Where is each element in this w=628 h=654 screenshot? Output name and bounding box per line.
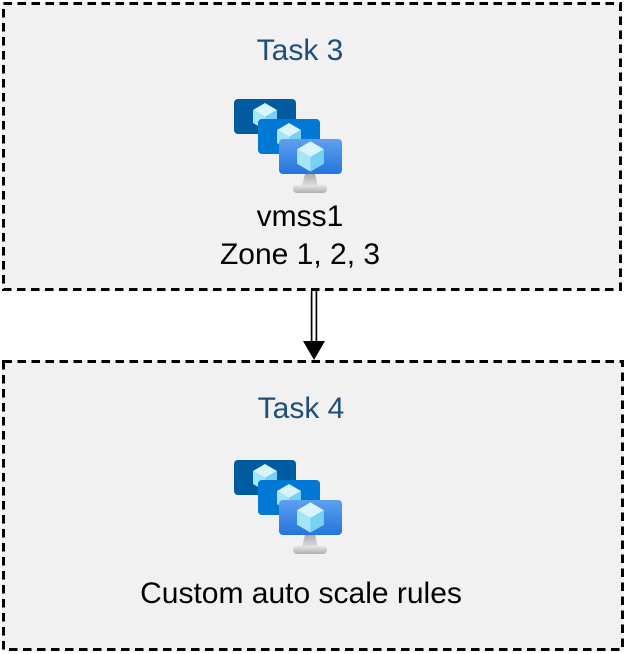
box-label-line: Zone 1, 2, 3 <box>219 238 381 271</box>
task-title: Task 3 <box>256 34 344 67</box>
vm-scale-sets-icon <box>234 460 342 554</box>
box-label: vmss1 Zone 1, 2, 3 <box>0 198 610 274</box>
task3-box: Task 3 <box>2 2 622 291</box>
task4-box: Task 4 <box>2 360 624 651</box>
down-arrow <box>303 291 325 360</box>
task-title: Task 4 <box>257 392 345 425</box>
box-label-line: vmss1 <box>256 200 344 233</box>
vm-scale-sets-icon <box>234 99 342 193</box>
box-label: Custom auto scale rules <box>0 575 612 613</box>
box-label-line: Custom auto scale rules <box>140 577 462 610</box>
